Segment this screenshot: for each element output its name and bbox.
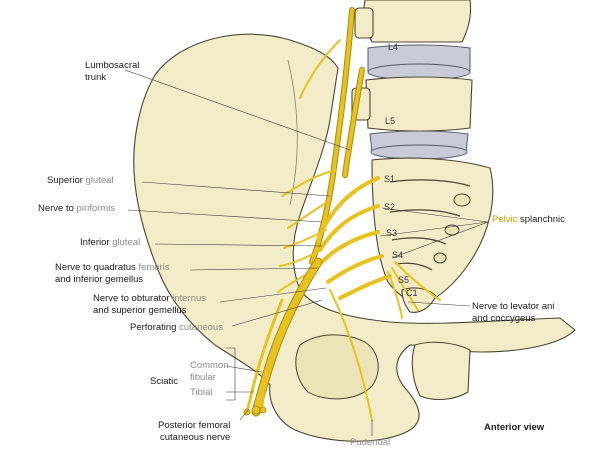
label-inferior-gluteal: Inferior gluteal [80,237,140,248]
label-superior-gluteal: Superior gluteal [47,175,114,186]
label-lumbosacral-2: trunk [85,72,106,83]
label-c1: C1 [406,288,418,298]
label-tibial: Tibial [190,387,212,398]
label-quadratus-1: Nerve to quadratus femoris [55,262,170,273]
label-posterior-femoral-2: cutaneous nerve [160,432,230,443]
sacral-plexus-nerves [243,7,441,421]
label-posterior-femoral-1: Posterior femoral [158,420,230,431]
label-pudendal: Pudendal [350,437,390,448]
label-obturator-1: Nerve to obturator internus [93,293,206,304]
label-s3: S3 [386,228,397,238]
label-pelvic-splanchnic: Pelvic splanchnic [492,214,565,225]
lumbar-spine [351,0,473,160]
label-sciatic: Sciatic [150,376,178,387]
label-levator-2: and coccygeus [472,313,536,324]
label-nerve-to-piriformis: Nerve to piriformis [38,203,115,214]
label-s5: S5 [398,275,409,285]
label-l4: L4 [388,42,398,52]
vertebra-labels: L4 L5 S1 S2 S3 S4 S5 C1 [384,42,418,298]
hip-bone [133,33,576,442]
label-l5: L5 [385,116,395,126]
label-s4: S4 [392,250,403,260]
label-anterior-view: Anterior view [484,422,545,433]
label-obturator-2: and superior gemellus [93,305,187,316]
label-s2: S2 [384,202,395,212]
label-lumbosacral-1: Lumbosacral [85,60,139,71]
label-quadratus-2: and inferior gemellus [55,274,143,285]
label-s1: S1 [384,174,395,184]
nerve-labels: Lumbosacral trunk Superior gluteal Nerve… [38,60,565,448]
label-common-fibular-1: Common [190,360,229,371]
label-levator-1: Nerve to levator ani [472,301,554,312]
label-common-fibular-2: fibular [190,372,216,383]
label-perforating-cutaneous: Perforating cutaneous [130,322,223,333]
leader-lines [124,69,489,436]
